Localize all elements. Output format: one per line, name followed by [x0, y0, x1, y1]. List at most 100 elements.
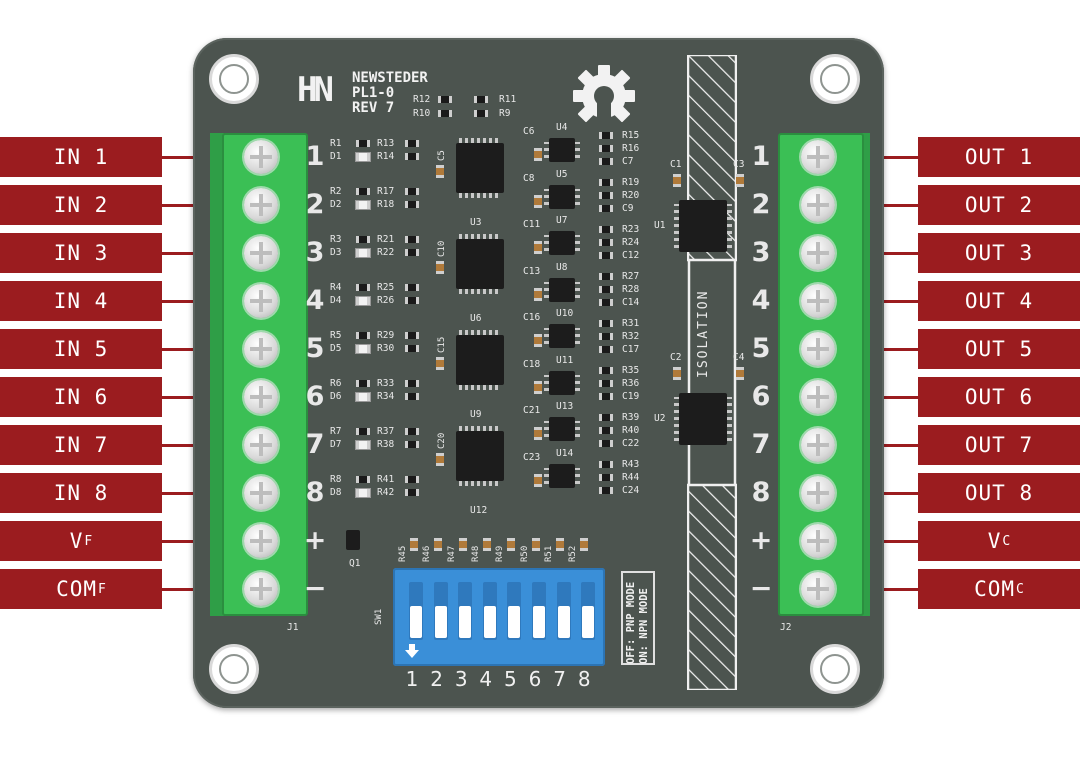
isolator-chip — [674, 200, 732, 252]
outputs-label-subscript: C — [1016, 581, 1024, 597]
screw-right-8[interactable] — [801, 476, 835, 510]
pin-number-left: 7 — [305, 429, 325, 460]
dip-switch-knob[interactable] — [410, 606, 422, 638]
outputs-label-7: OUT 7 — [918, 425, 1080, 465]
driver-chip — [544, 370, 580, 395]
screw-right-3[interactable] — [801, 236, 835, 270]
screw-left-7[interactable] — [244, 428, 278, 462]
capacitor — [436, 165, 444, 178]
led-indicator — [356, 153, 370, 161]
screw-left-4[interactable] — [244, 284, 278, 318]
ref-label-passive: C19 — [622, 391, 640, 402]
ref-label-resistor: R47 — [446, 545, 457, 562]
passive-component — [599, 299, 613, 306]
screw-right-9[interactable] — [801, 524, 835, 558]
dip-switch-8[interactable] — [581, 582, 596, 640]
ref-label-resistor: R29 — [377, 330, 395, 341]
screw-left-3[interactable] — [244, 236, 278, 270]
chip-pins — [544, 235, 549, 251]
dip-switch-5[interactable] — [507, 582, 522, 640]
dip-switch-knob[interactable] — [582, 606, 595, 638]
dip-switch-3[interactable] — [458, 582, 473, 640]
ref-label-passive: R19 — [622, 177, 640, 188]
screw-right-7[interactable] — [801, 428, 835, 462]
screw-right-4[interactable] — [801, 284, 835, 318]
outputs-label-text: OUT 5 — [964, 337, 1034, 361]
mounting-hole-top-right — [810, 54, 860, 104]
passive-component — [599, 440, 613, 447]
capacitor — [534, 334, 542, 347]
ref-label-resistor: R21 — [377, 234, 395, 245]
passive-component — [599, 461, 613, 468]
ref-label-passive: R15 — [622, 130, 640, 141]
dip-switch-knob[interactable] — [434, 606, 447, 638]
ref-label-resistor: R18 — [377, 199, 395, 210]
resistor — [356, 476, 370, 483]
led-indicator — [356, 201, 370, 209]
screw-right-2[interactable] — [801, 188, 835, 222]
dip-switch-4[interactable] — [482, 582, 497, 640]
outputs-label-text: OUT 8 — [964, 481, 1034, 505]
pin-number-left: 2 — [305, 189, 325, 220]
mounting-hole-top-left — [209, 54, 259, 104]
outputs-label-5: OUT 5 — [918, 329, 1080, 369]
driver-chip — [544, 463, 580, 488]
ref-label-resistor: R42 — [377, 487, 395, 498]
screw-right-10[interactable] — [801, 572, 835, 606]
inputs-label-subscript: F — [84, 533, 93, 549]
chip-pins — [544, 421, 549, 437]
dip-switch[interactable] — [393, 568, 605, 666]
output-lead-1 — [858, 156, 918, 159]
ref-label-led: D8 — [330, 487, 342, 498]
screw-left-5[interactable] — [244, 332, 278, 366]
isolation-label: ISOLATION — [696, 289, 711, 378]
ref-label-chip: U11 — [556, 354, 574, 366]
dip-switch-knob[interactable] — [557, 606, 570, 638]
resistor — [474, 96, 488, 103]
passive-component — [599, 427, 613, 434]
screw-left-2[interactable] — [244, 188, 278, 222]
input-lead-6 — [162, 396, 222, 399]
passive-component — [599, 286, 613, 293]
passive-component — [599, 205, 613, 212]
resistor — [405, 345, 419, 352]
dip-switch-knob[interactable] — [483, 606, 496, 638]
dip-switch-knob[interactable] — [508, 606, 521, 638]
ref-label-resistor: R30 — [377, 343, 395, 354]
screw-right-1[interactable] — [801, 140, 835, 174]
ref-label-chip: U5 — [556, 168, 568, 180]
screw-left-8[interactable] — [244, 476, 278, 510]
optocoupler-chip — [456, 234, 504, 294]
dip-switch-knob[interactable] — [459, 606, 472, 638]
screw-right-5[interactable] — [801, 332, 835, 366]
driver-chip — [544, 138, 580, 162]
passive-component — [599, 393, 613, 400]
resistor — [405, 153, 419, 160]
pin-number-left: 8 — [305, 477, 325, 508]
ref-label-resistor: R5 — [330, 330, 342, 341]
resistor — [405, 201, 419, 208]
dip-switch-6[interactable] — [532, 582, 546, 640]
mounting-hole-bottom-left — [209, 644, 259, 694]
ref-label-resistor: R1 — [330, 138, 342, 149]
brand-revision: REV 7 — [352, 100, 395, 116]
screw-right-6[interactable] — [801, 380, 835, 414]
screw-left-10[interactable] — [244, 572, 278, 606]
capacitor — [673, 174, 681, 187]
pin-number-right: 1 — [751, 141, 771, 172]
screw-left-9[interactable] — [244, 524, 278, 558]
dip-switch-7[interactable] — [556, 582, 571, 640]
screw-left-1[interactable] — [244, 140, 278, 174]
resistor — [405, 393, 419, 400]
resistor — [405, 489, 419, 496]
dip-switch-knob[interactable] — [533, 606, 545, 638]
resistor — [405, 297, 419, 304]
dip-switch-2[interactable] — [433, 582, 448, 640]
resistor — [356, 188, 370, 195]
dip-switch-1[interactable] — [409, 582, 423, 640]
ref-label-led: D2 — [330, 199, 342, 210]
screw-left-6[interactable] — [244, 380, 278, 414]
chip-pins — [459, 234, 501, 239]
switch-number: 1 — [405, 667, 419, 691]
